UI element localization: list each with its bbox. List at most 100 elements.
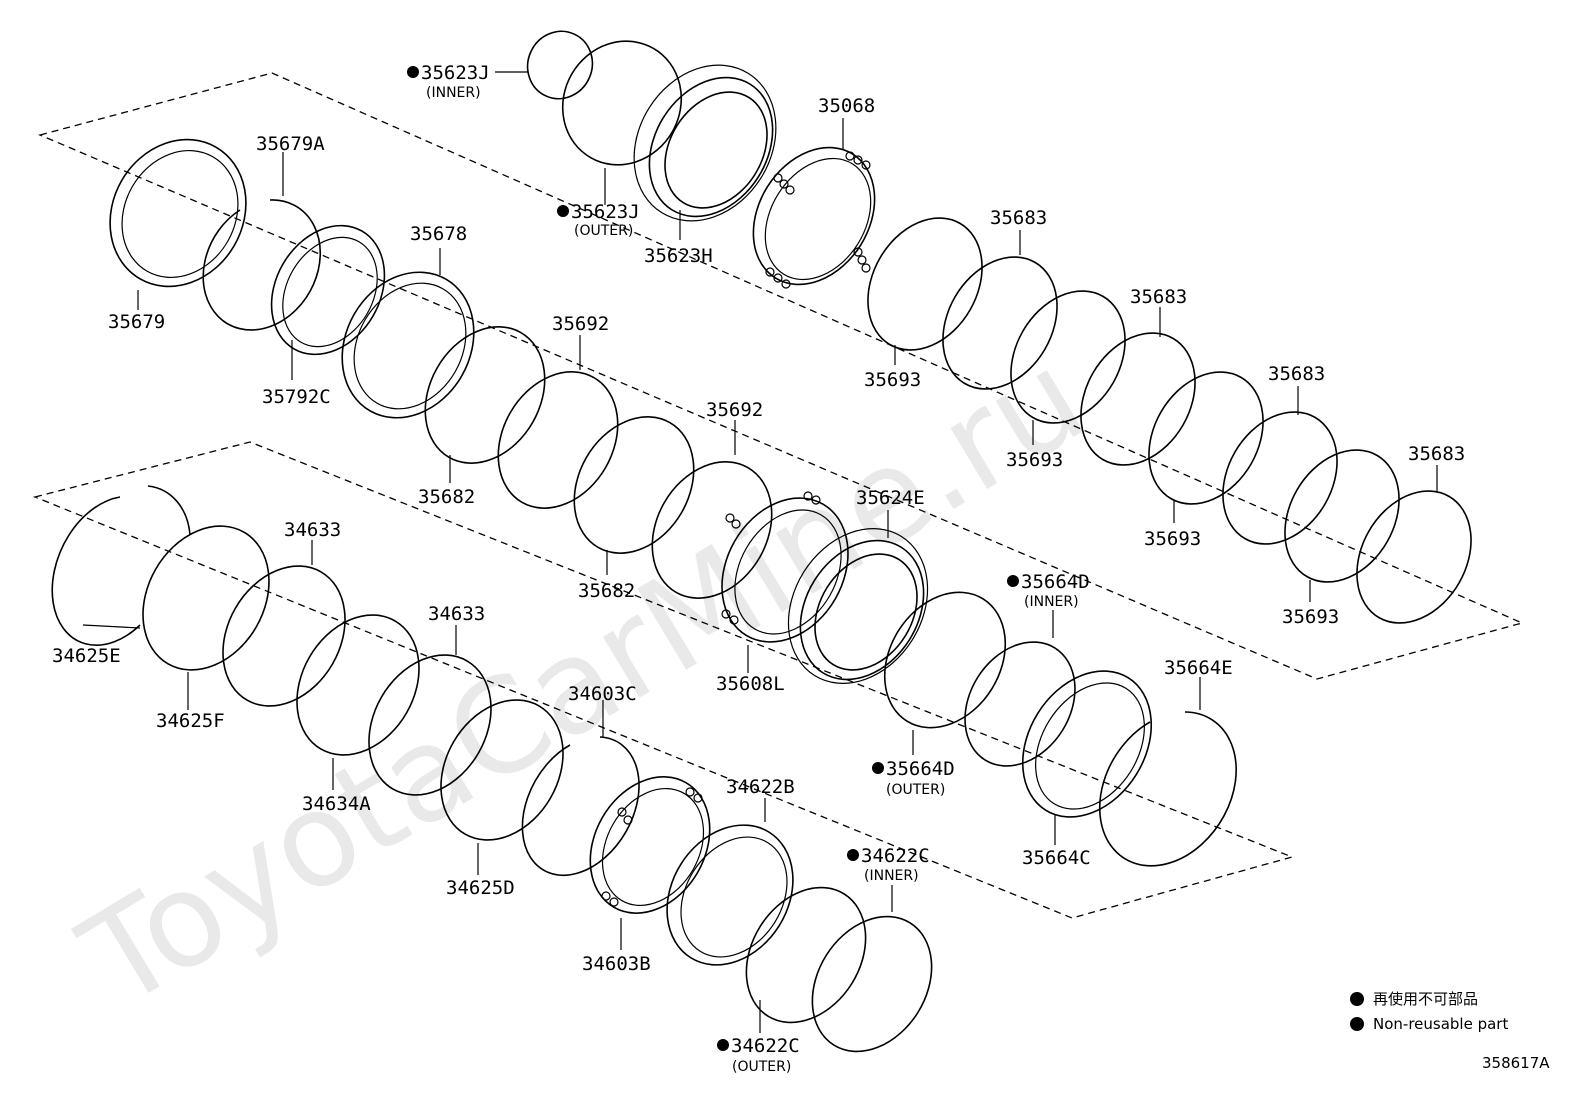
disc-35693-b	[1010, 290, 1126, 424]
oring-35664d-inner	[964, 641, 1076, 767]
legend-japanese: 再使用不可部品	[1373, 990, 1478, 1008]
label-35623h: 35623H	[644, 245, 713, 267]
label-35683-b: 35683	[1130, 286, 1187, 308]
label-35623j-outer-sub: (OUTER)	[574, 223, 633, 239]
label-34625e: 34625E	[52, 645, 121, 667]
label-35624e: 35624E	[856, 487, 925, 509]
oring-35664d-outer	[883, 591, 1007, 729]
marker-35664d-inner	[1007, 575, 1019, 587]
plate-35792c-inner	[282, 236, 378, 348]
snap-ring-34625e	[51, 496, 141, 646]
oring-35623j-outer	[561, 40, 683, 166]
plate-35683-c	[1222, 411, 1338, 545]
plate-34634a	[296, 614, 420, 756]
label-35664d-outer: 35664D	[886, 758, 955, 780]
piston-34622b	[666, 824, 794, 966]
snap-ring-34625e-b	[147, 485, 191, 536]
label-34622c-inner-sub: (INNER)	[864, 868, 919, 884]
legend-marker-japanese	[1350, 992, 1364, 1006]
label-34633-a: 34633	[284, 519, 341, 541]
label-34622b: 34622B	[726, 776, 795, 798]
snap-ring-35664e	[1098, 711, 1237, 867]
plate-35692-b	[651, 461, 773, 599]
piston-35624e	[787, 528, 929, 684]
label-34603c: 34603C	[568, 683, 637, 705]
diagram-code: 358617A	[1482, 1054, 1550, 1072]
label-35664d-inner-sub: (INNER)	[1024, 594, 1079, 610]
piston-35623h	[633, 64, 777, 222]
watermark: ToyotaCarMine.ru	[57, 321, 1110, 1037]
label-35679a: 35679A	[256, 133, 325, 155]
marker-35623j-outer	[557, 205, 569, 217]
label-35664c: 35664C	[1022, 847, 1091, 869]
plate-35683-a	[942, 256, 1058, 390]
disc-35682-a	[424, 326, 546, 464]
label-35664e: 35664E	[1164, 657, 1233, 679]
oring-35623j-inner	[526, 30, 594, 100]
flange-34625d	[440, 699, 564, 841]
label-35623j-outer: 35623J	[571, 201, 640, 223]
label-35693-b: 35693	[1006, 449, 1063, 471]
legend: 再使用不可部品 Non-reusable part	[1350, 990, 1508, 1033]
label-34622c-inner: 34622C	[861, 845, 930, 867]
leader-lines	[82, 71, 1438, 1033]
label-35692-a: 35692	[552, 313, 609, 335]
label-34603b: 34603B	[582, 953, 651, 975]
marker-35664d-outer	[872, 762, 884, 774]
spring-retainer-34603b	[589, 776, 711, 914]
snap-ring-35679a	[202, 199, 322, 331]
label-35068: 35068	[818, 95, 875, 117]
label-34634a: 34634A	[302, 793, 371, 815]
label-34625f: 34625F	[156, 710, 225, 732]
marker-34622c-inner	[847, 849, 859, 861]
disc-35682-b	[573, 416, 695, 554]
legend-english: Non-reusable part	[1373, 1015, 1508, 1033]
disc-35693-d	[1284, 449, 1400, 583]
disc-35693-c	[1148, 371, 1264, 505]
label-35693-a: 35693	[864, 369, 921, 391]
label-35623j-inner: 35623J	[421, 62, 490, 84]
marker-34622c-outer	[717, 1039, 729, 1051]
label-34622c-outer: 34622C	[731, 1035, 800, 1057]
plate-35792c	[270, 224, 386, 356]
snap-ring-34603c	[521, 736, 640, 877]
label-34622c-outer-sub: (OUTER)	[732, 1059, 791, 1075]
plate-35692-a	[497, 371, 619, 509]
flange-34625f	[142, 525, 270, 671]
piston-35664c	[1021, 670, 1153, 818]
label-35608l: 35608L	[716, 673, 785, 695]
hub-35678-inner	[353, 282, 467, 410]
label-35679: 35679	[108, 311, 165, 333]
label-34633-b: 34633	[428, 603, 485, 625]
label-35664d-inner: 35664D	[1021, 571, 1090, 593]
oring-34622c-outer	[745, 886, 867, 1024]
hub-35678	[341, 271, 475, 419]
label-35683-d: 35683	[1408, 443, 1465, 465]
oring-34622c-inner	[811, 915, 933, 1053]
label-34625d: 34625D	[446, 877, 515, 899]
disc-35693-a	[867, 217, 983, 351]
plate-35683-b	[1080, 332, 1196, 466]
marker-35623j-inner	[407, 66, 419, 78]
label-35692-b: 35692	[706, 399, 763, 421]
label-35792c: 35792C	[262, 386, 331, 408]
non-reusable-markers	[407, 66, 1019, 1051]
label-35678: 35678	[410, 223, 467, 245]
label-35623j-inner-sub: (INNER)	[426, 85, 481, 101]
upper-group-outline	[38, 72, 1524, 680]
label-35682-a: 35682	[418, 486, 475, 508]
flange-35679-inner	[121, 149, 239, 279]
label-35683-c: 35683	[1268, 363, 1325, 385]
legend-marker-english	[1350, 1017, 1364, 1031]
plate-35683-d	[1356, 490, 1472, 624]
disc-34633-a	[222, 565, 346, 707]
label-35693-c: 35693	[1144, 528, 1201, 550]
label-35693-d: 35693	[1282, 606, 1339, 628]
spring-retainer-35608l	[721, 491, 849, 643]
disc-34633-b	[368, 654, 492, 796]
label-35683-a: 35683	[990, 207, 1047, 229]
lower-group-outline	[32, 441, 1295, 919]
label-35682-b: 35682	[578, 580, 635, 602]
label-35664d-outer-sub: (OUTER)	[886, 782, 945, 798]
